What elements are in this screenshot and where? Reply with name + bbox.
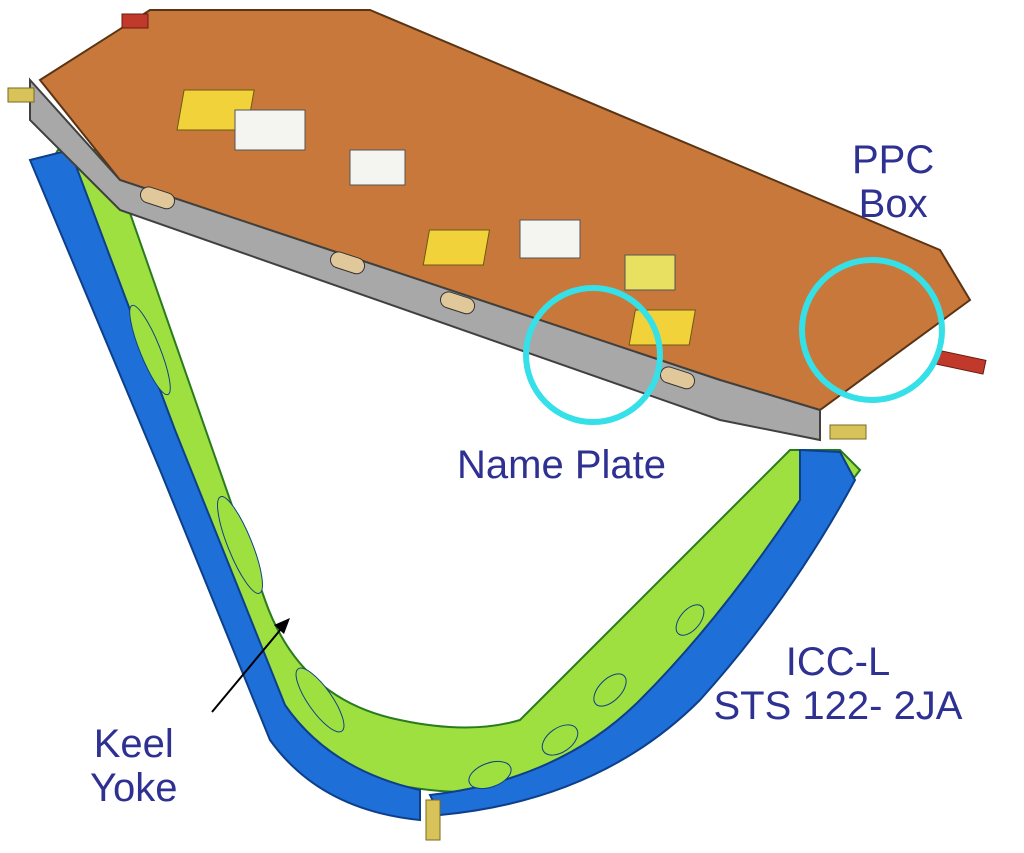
deck-equipment xyxy=(519,219,581,259)
trunnion-left xyxy=(7,87,35,103)
keel-yoke-label-line1: Keel xyxy=(93,722,174,766)
keel-yoke-label: Keel Yoke xyxy=(90,722,178,810)
keel-yoke-blue-left xyxy=(28,148,421,822)
trunnion-end xyxy=(933,349,987,375)
yoke-hole xyxy=(295,667,345,733)
keel-yoke-pointer-arrowhead xyxy=(274,618,290,634)
deck-equipment xyxy=(624,254,676,291)
trunnion-right xyxy=(829,424,867,440)
yoke-hole xyxy=(468,760,512,790)
keel-yoke-label-line2: Yoke xyxy=(90,766,178,810)
trunnion-top xyxy=(121,13,149,29)
keel-yoke-pointer-line xyxy=(211,622,287,713)
bottom-trunnion-pin xyxy=(425,799,441,841)
name-plate-highlight-circle xyxy=(523,285,663,425)
yoke-hole xyxy=(129,304,171,396)
pallet-bay xyxy=(628,309,696,346)
pallet-bay xyxy=(422,229,491,266)
yoke-hole xyxy=(675,604,705,636)
side-cutout xyxy=(329,251,366,275)
yoke-hole xyxy=(541,724,579,756)
ppc-box-label-line1: PPC xyxy=(852,138,935,182)
icc-l-label: ICC-L STS 122- 2JA xyxy=(668,640,1008,728)
name-plate-label: Name Plate xyxy=(457,443,666,487)
yoke-hole xyxy=(593,673,627,707)
icc-l-label-line2: STS 122- 2JA xyxy=(713,684,963,728)
ppc-box-label: PPC Box xyxy=(852,138,934,226)
keel-yoke xyxy=(28,148,862,822)
ppc-box-label-line2: Box xyxy=(858,182,928,226)
pallet-front-side xyxy=(29,77,821,442)
yoke-hole xyxy=(217,496,263,594)
ppc-box-highlight-circle xyxy=(799,257,945,403)
side-cutout xyxy=(659,366,696,390)
side-cutout xyxy=(439,291,476,315)
deck-equipment xyxy=(234,109,306,151)
icc-l-label-line1: ICC-L xyxy=(785,640,891,684)
side-cutout xyxy=(139,186,176,210)
deck-equipment xyxy=(349,149,406,186)
pallet xyxy=(29,9,972,442)
